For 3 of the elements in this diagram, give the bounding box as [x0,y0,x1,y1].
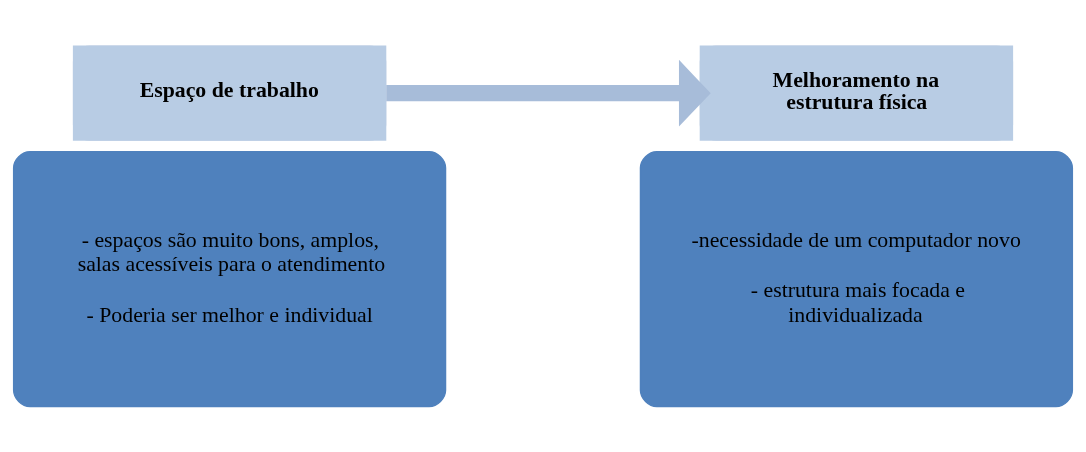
node-box: - espaços são muito bons, amplos, salas acessíveis para o atendimento - Poderia ser melhor e individual [12,151,447,408]
arrow [386,59,711,127]
node-box: -necessidade de um computador novo - estrutura mais focada e individualizada [639,151,1074,408]
